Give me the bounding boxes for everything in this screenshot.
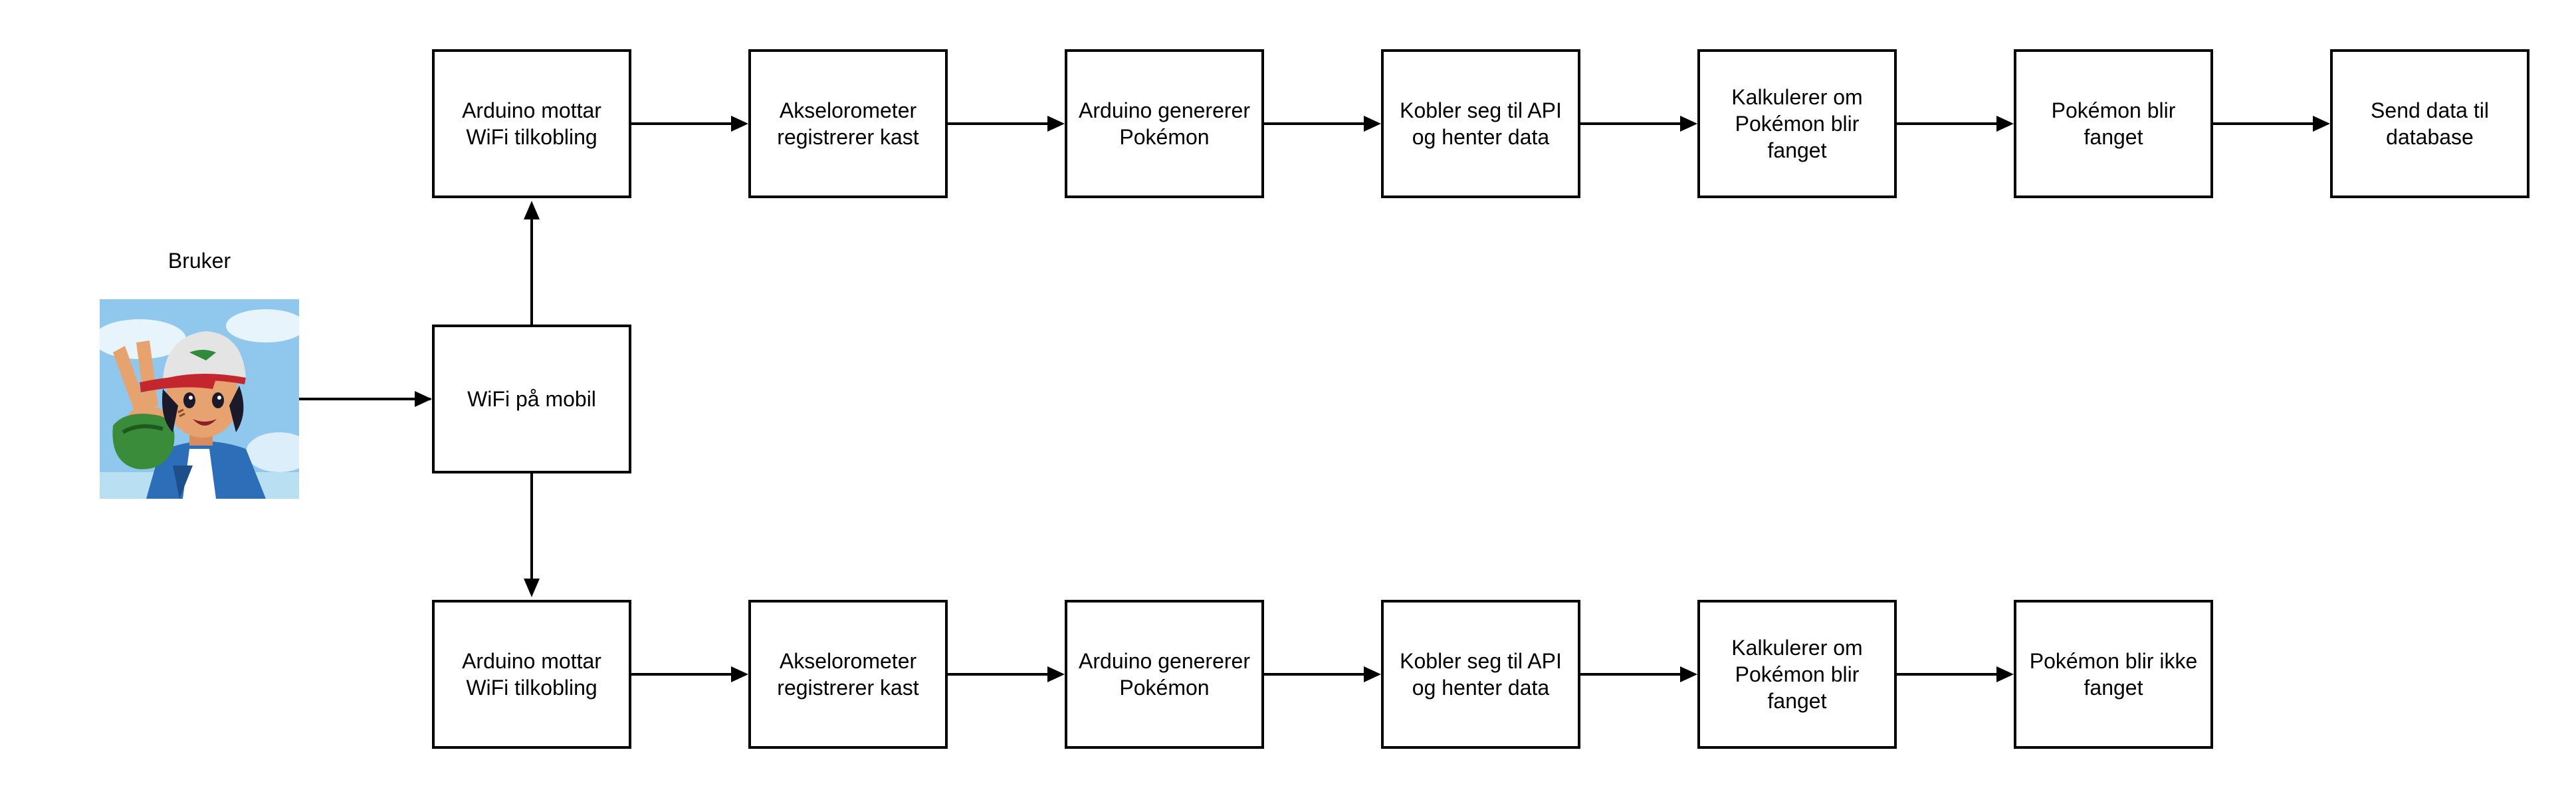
box-bottom-api: Kobler seg til API og henter data [1381, 600, 1580, 749]
user-avatar-icon [100, 299, 299, 499]
box-label: WiFi på mobil [467, 387, 596, 411]
box-bottom-generate-pokemon: Arduino genererer Pokémon [1065, 600, 1264, 749]
box-hub-wifi: WiFi på mobil [432, 325, 631, 473]
box-top-calculate: Kalkulerer om Pokémon blir fanget [1697, 49, 1897, 198]
arrowhead-bottom-1 [731, 666, 748, 682]
box-label: Akselorometer registrerer kast [777, 649, 919, 700]
box-label: Arduino genererer Pokémon [1079, 649, 1250, 700]
box-top-accelerometer: Akselorometer registrerer kast [748, 49, 948, 198]
box-label: Pokémon blir fanget [2051, 98, 2176, 149]
box-bottom-arduino-wifi: Arduino mottar WiFi tilkobling [432, 600, 631, 749]
cartoon-trainer-avatar-icon [100, 299, 299, 499]
box-label: Kalkulerer om Pokémon blir fanget [1731, 85, 1863, 162]
box-label: Arduino mottar WiFi tilkobling [462, 649, 601, 700]
box-label: Akselorometer registrerer kast [777, 98, 919, 149]
arrowhead-bottom-3 [1364, 666, 1381, 682]
box-label: Arduino mottar WiFi tilkobling [462, 98, 601, 149]
box-label: Pokémon blir ikke fanget [2029, 649, 2198, 700]
arrowhead-hub-to-bottom [524, 579, 540, 597]
box-top-caught: Pokémon blir fanget [2014, 49, 2213, 198]
box-top-send-database: Send data til database [2330, 49, 2529, 198]
arrowhead-top-3 [1364, 116, 1381, 132]
box-label: Kalkulerer om Pokémon blir fanget [1731, 636, 1863, 713]
box-top-api: Kobler seg til API og henter data [1381, 49, 1580, 198]
box-label: Kobler seg til API og henter data [1400, 649, 1562, 700]
arrowhead-top-4 [1680, 116, 1697, 132]
arrowhead-user-to-hub [415, 391, 432, 407]
box-bottom-not-caught: Pokémon blir ikke fanget [2014, 600, 2213, 749]
box-bottom-calculate: Kalkulerer om Pokémon blir fanget [1697, 600, 1897, 749]
arrowhead-hub-to-top [524, 201, 540, 219]
arrowhead-top-1 [731, 116, 748, 132]
box-label: Kobler seg til API og henter data [1400, 98, 1562, 149]
box-top-generate-pokemon: Arduino genererer Pokémon [1065, 49, 1264, 198]
box-top-arduino-wifi: Arduino mottar WiFi tilkobling [432, 49, 631, 198]
box-label: Arduino genererer Pokémon [1079, 98, 1250, 149]
user-label: Bruker [167, 249, 231, 273]
arrowhead-bottom-2 [1047, 666, 1065, 682]
arrowhead-bottom-5 [1996, 666, 2014, 682]
box-bottom-accelerometer: Akselorometer registrerer kast [748, 600, 948, 749]
arrowhead-top-2 [1047, 116, 1065, 132]
box-label: Send data til database [2371, 98, 2489, 149]
arrowhead-bottom-4 [1680, 666, 1697, 682]
arrowhead-top-6 [2313, 116, 2330, 132]
arrowhead-top-5 [1996, 116, 2014, 132]
